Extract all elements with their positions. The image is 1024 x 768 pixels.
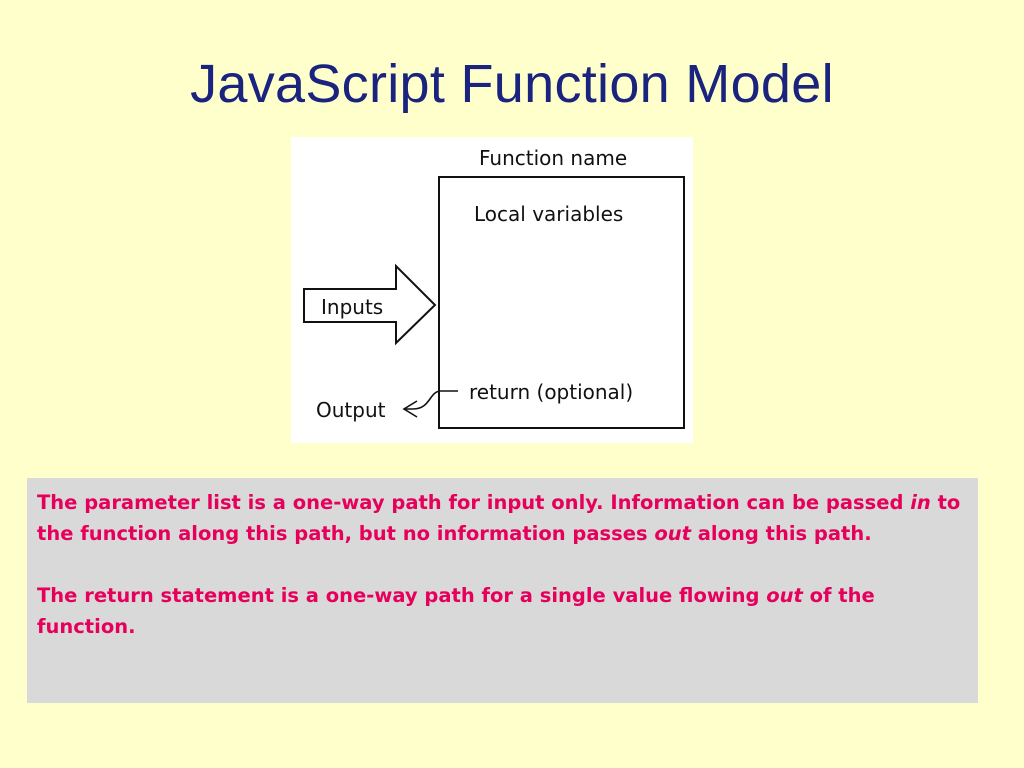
output-label: Output <box>316 398 386 422</box>
function-name-label: Function name <box>479 146 627 170</box>
notes-emphasis-out: out <box>766 584 803 607</box>
function-model-diagram: Function name Local variables Inputs ret… <box>291 137 693 443</box>
notes-box: The parameter list is a one-way path for… <box>27 478 978 703</box>
return-label: return (optional) <box>469 380 633 404</box>
output-arrowhead-icon <box>402 400 418 418</box>
notes-text: The parameter list is a one-way path for… <box>37 491 911 514</box>
function-box <box>438 176 685 429</box>
notes-paragraph-parameters: The parameter list is a one-way path for… <box>37 487 968 549</box>
local-variables-label: Local variables <box>474 202 623 226</box>
inputs-label: Inputs <box>321 295 383 319</box>
notes-paragraph-return: The return statement is a one-way path f… <box>37 580 968 642</box>
notes-text: The return statement is a one-way path f… <box>37 584 767 607</box>
notes-text: along this path. <box>690 522 872 545</box>
notes-text: to the function along this path, but no … <box>37 491 961 545</box>
slide-title: JavaScript Function Model <box>190 54 834 114</box>
notes-emphasis-in: in <box>910 491 931 514</box>
inputs-arrow-icon <box>303 263 437 346</box>
notes-emphasis-out: out <box>654 522 691 545</box>
diagram-canvas: Function name Local variables Inputs ret… <box>303 146 685 429</box>
notes-text: of the function. <box>37 584 875 638</box>
output-arrow-icon <box>404 390 458 410</box>
